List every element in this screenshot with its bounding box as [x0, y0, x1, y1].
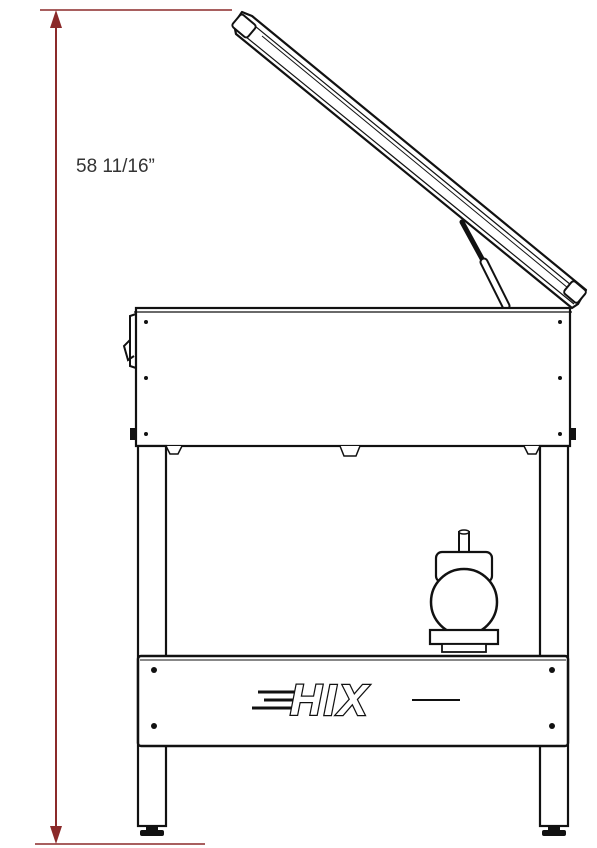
- panel-rivets: [151, 667, 555, 729]
- lid-bottom-end-cap: [563, 280, 587, 304]
- left-foot: [140, 826, 164, 836]
- lid-inner-line-top: [249, 21, 583, 295]
- body-box: [134, 306, 572, 448]
- height-dimension-label: 58 11/16”: [76, 156, 155, 177]
- open-lid: [231, 10, 588, 311]
- machine-body: [122, 306, 576, 457]
- left-latch-handle: [122, 313, 137, 369]
- underside-tab-center: [339, 445, 361, 457]
- rivet: [144, 432, 148, 436]
- motor-body-circle: [429, 567, 499, 637]
- rivet: [151, 667, 157, 673]
- right-leg: [538, 444, 570, 828]
- lower-shelf-frame: HIX: [136, 654, 570, 748]
- right-foot: [542, 826, 566, 836]
- dimension-arrow-bottom: [50, 826, 62, 844]
- lid-gas-strut-cylinder-inner: [481, 259, 509, 309]
- rivet: [549, 723, 555, 729]
- rivet: [558, 432, 562, 436]
- underside-tab-right: [523, 445, 541, 455]
- rivet: [558, 376, 562, 380]
- dimension-arrow-top: [50, 10, 62, 28]
- lid-top-end-cap: [231, 13, 257, 39]
- rivet: [144, 320, 148, 324]
- hix-logo: HIX: [290, 676, 370, 725]
- right-bracket: [570, 428, 576, 440]
- rivet: [549, 667, 555, 673]
- motor-mount-plate: [428, 628, 500, 646]
- motor-shaft-cap: [458, 529, 470, 535]
- motor-pump: [428, 529, 500, 653]
- underside-tab-left: [165, 445, 183, 455]
- stand-legs: [136, 444, 570, 836]
- rivet: [558, 320, 562, 324]
- left-leg: [136, 444, 168, 828]
- lid-inner-line-bottom: [239, 31, 575, 305]
- logo-speed-lines: [252, 690, 460, 710]
- rivet: [151, 723, 157, 729]
- lid-inner-line-mid: [261, 35, 569, 289]
- left-bracket: [130, 428, 136, 440]
- motor-base: [441, 643, 487, 653]
- logo-panel: [136, 654, 570, 748]
- height-dimension: 58 11/16”: [35, 9, 232, 845]
- rivet: [144, 376, 148, 380]
- body-rivets: [144, 320, 562, 436]
